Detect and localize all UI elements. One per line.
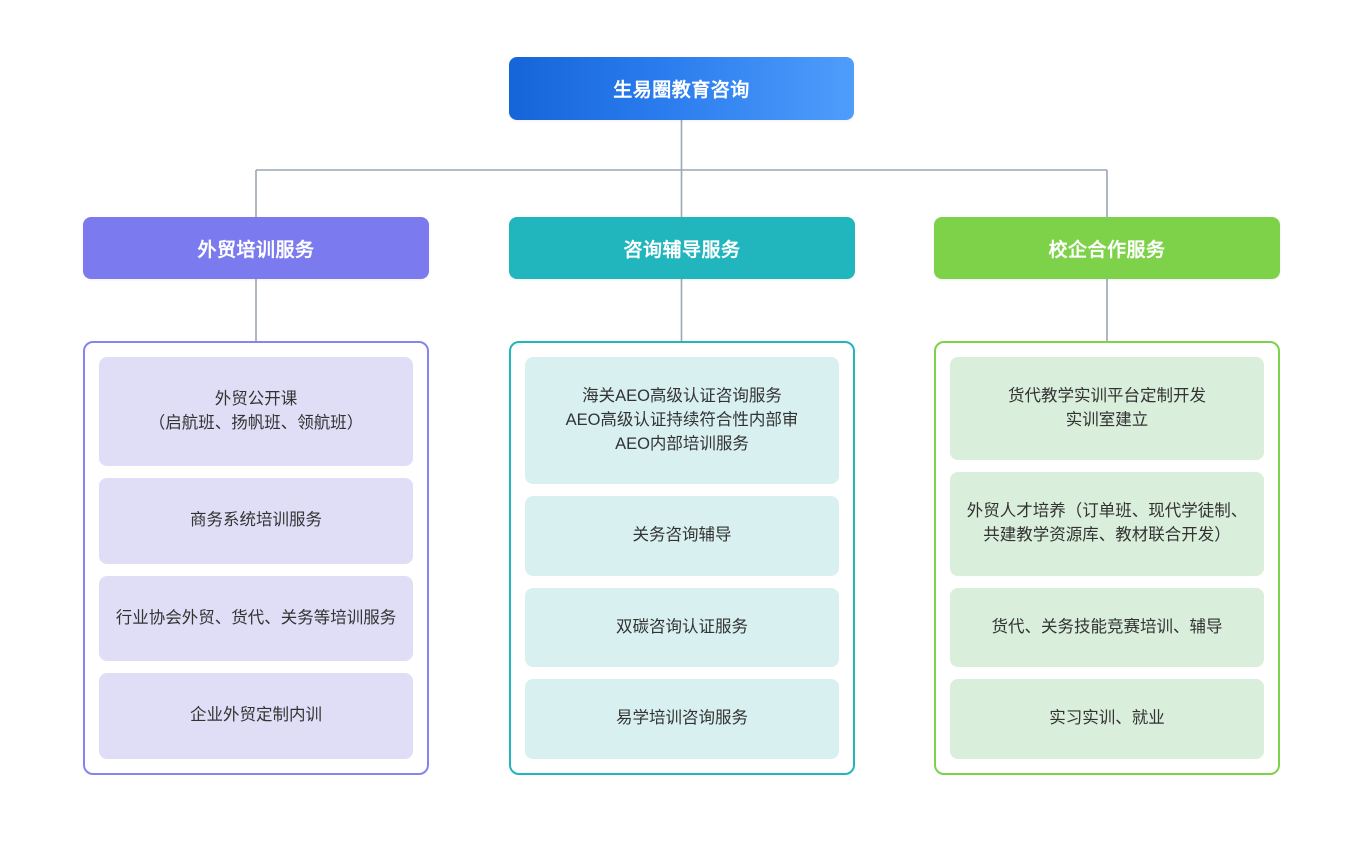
leaf-container-1: 外贸公开课 （启航班、扬帆班、领航班） 商务系统培训服务 行业协会外贸、货代、关… [83, 341, 429, 775]
leaf-card-label: 关务咨询辅导 [632, 526, 732, 545]
branch-header-2[interactable]: 咨询辅导服务 [509, 217, 855, 279]
leaf-card[interactable]: 海关AEO高级认证咨询服务 AEO高级认证持续符合性内部审 AEO内部培训服务 [525, 357, 839, 485]
leaf-card[interactable]: 货代教学实训平台定制开发 实训室建立 [950, 357, 1264, 461]
branch-column-2: 咨询辅导服务 海关AEO高级认证咨询服务 AEO高级认证持续符合性内部审 AEO… [509, 217, 855, 775]
leaf-card[interactable]: 双碳咨询认证服务 [525, 587, 839, 668]
leaf-container-2: 海关AEO高级认证咨询服务 AEO高级认证持续符合性内部审 AEO内部培训服务 … [509, 341, 855, 775]
leaf-card[interactable]: 关务咨询辅导 [525, 496, 839, 576]
leaf-card-label: 企业外贸定制内训 [190, 706, 322, 725]
branch-header-3[interactable]: 校企合作服务 [934, 217, 1280, 279]
root-node[interactable]: 生易圈教育咨询 [509, 57, 854, 120]
leaf-card[interactable]: 行业协会外贸、货代、关务等培训服务 [99, 575, 413, 662]
leaf-card[interactable]: 外贸公开课 （启航班、扬帆班、领航班） [99, 357, 413, 467]
leaf-card-label: 商务系统培训服务 [190, 511, 322, 530]
leaf-container-3: 货代教学实训平台定制开发 实训室建立 外贸人才培养（订单班、现代学徒制、共建教学… [934, 341, 1280, 775]
root-node-label: 生易圈教育咨询 [613, 80, 750, 101]
leaf-card[interactable]: 货代、关务技能竞赛培训、辅导 [950, 587, 1264, 668]
leaf-card[interactable]: 实习实训、就业 [950, 679, 1264, 760]
branch-header-3-label: 校企合作服务 [1048, 239, 1166, 261]
leaf-card-label: 行业协会外贸、货代、关务等培训服务 [115, 608, 397, 627]
branch-header-1[interactable]: 外贸培训服务 [83, 217, 429, 279]
leaf-card-label: 海关AEO高级认证咨询服务 AEO高级认证持续符合性内部审 AEO内部培训服务 [565, 386, 799, 453]
branch-column-3: 校企合作服务 货代教学实训平台定制开发 实训室建立 外贸人才培养（订单班、现代学… [934, 217, 1280, 775]
leaf-card-label: 外贸公开课 （启航班、扬帆班、领航班） [148, 389, 364, 432]
branch-header-2-label: 咨询辅导服务 [623, 239, 741, 261]
leaf-card[interactable]: 外贸人才培养（订单班、现代学徒制、共建教学资源库、教材联合开发） [950, 472, 1264, 576]
leaf-card[interactable]: 企业外贸定制内训 [99, 673, 413, 759]
branch-header-1-label: 外贸培训服务 [197, 239, 315, 261]
branch-column-1: 外贸培训服务 外贸公开课 （启航班、扬帆班、领航班） 商务系统培训服务 行业协会… [83, 217, 429, 775]
leaf-card-label: 实习实训、就业 [1049, 709, 1165, 728]
leaf-card-label: 货代教学实训平台定制开发 实训室建立 [1008, 386, 1206, 429]
leaf-card[interactable]: 商务系统培训服务 [99, 478, 413, 564]
leaf-card-label: 双碳咨询认证服务 [616, 617, 748, 636]
leaf-card[interactable]: 易学培训咨询服务 [525, 679, 839, 760]
leaf-card-label: 外贸人才培养（订单班、现代学徒制、共建教学资源库、教材联合开发） [966, 502, 1248, 545]
leaf-card-label: 易学培训咨询服务 [616, 709, 748, 728]
leaf-card-label: 货代、关务技能竞赛培训、辅导 [991, 617, 1223, 636]
